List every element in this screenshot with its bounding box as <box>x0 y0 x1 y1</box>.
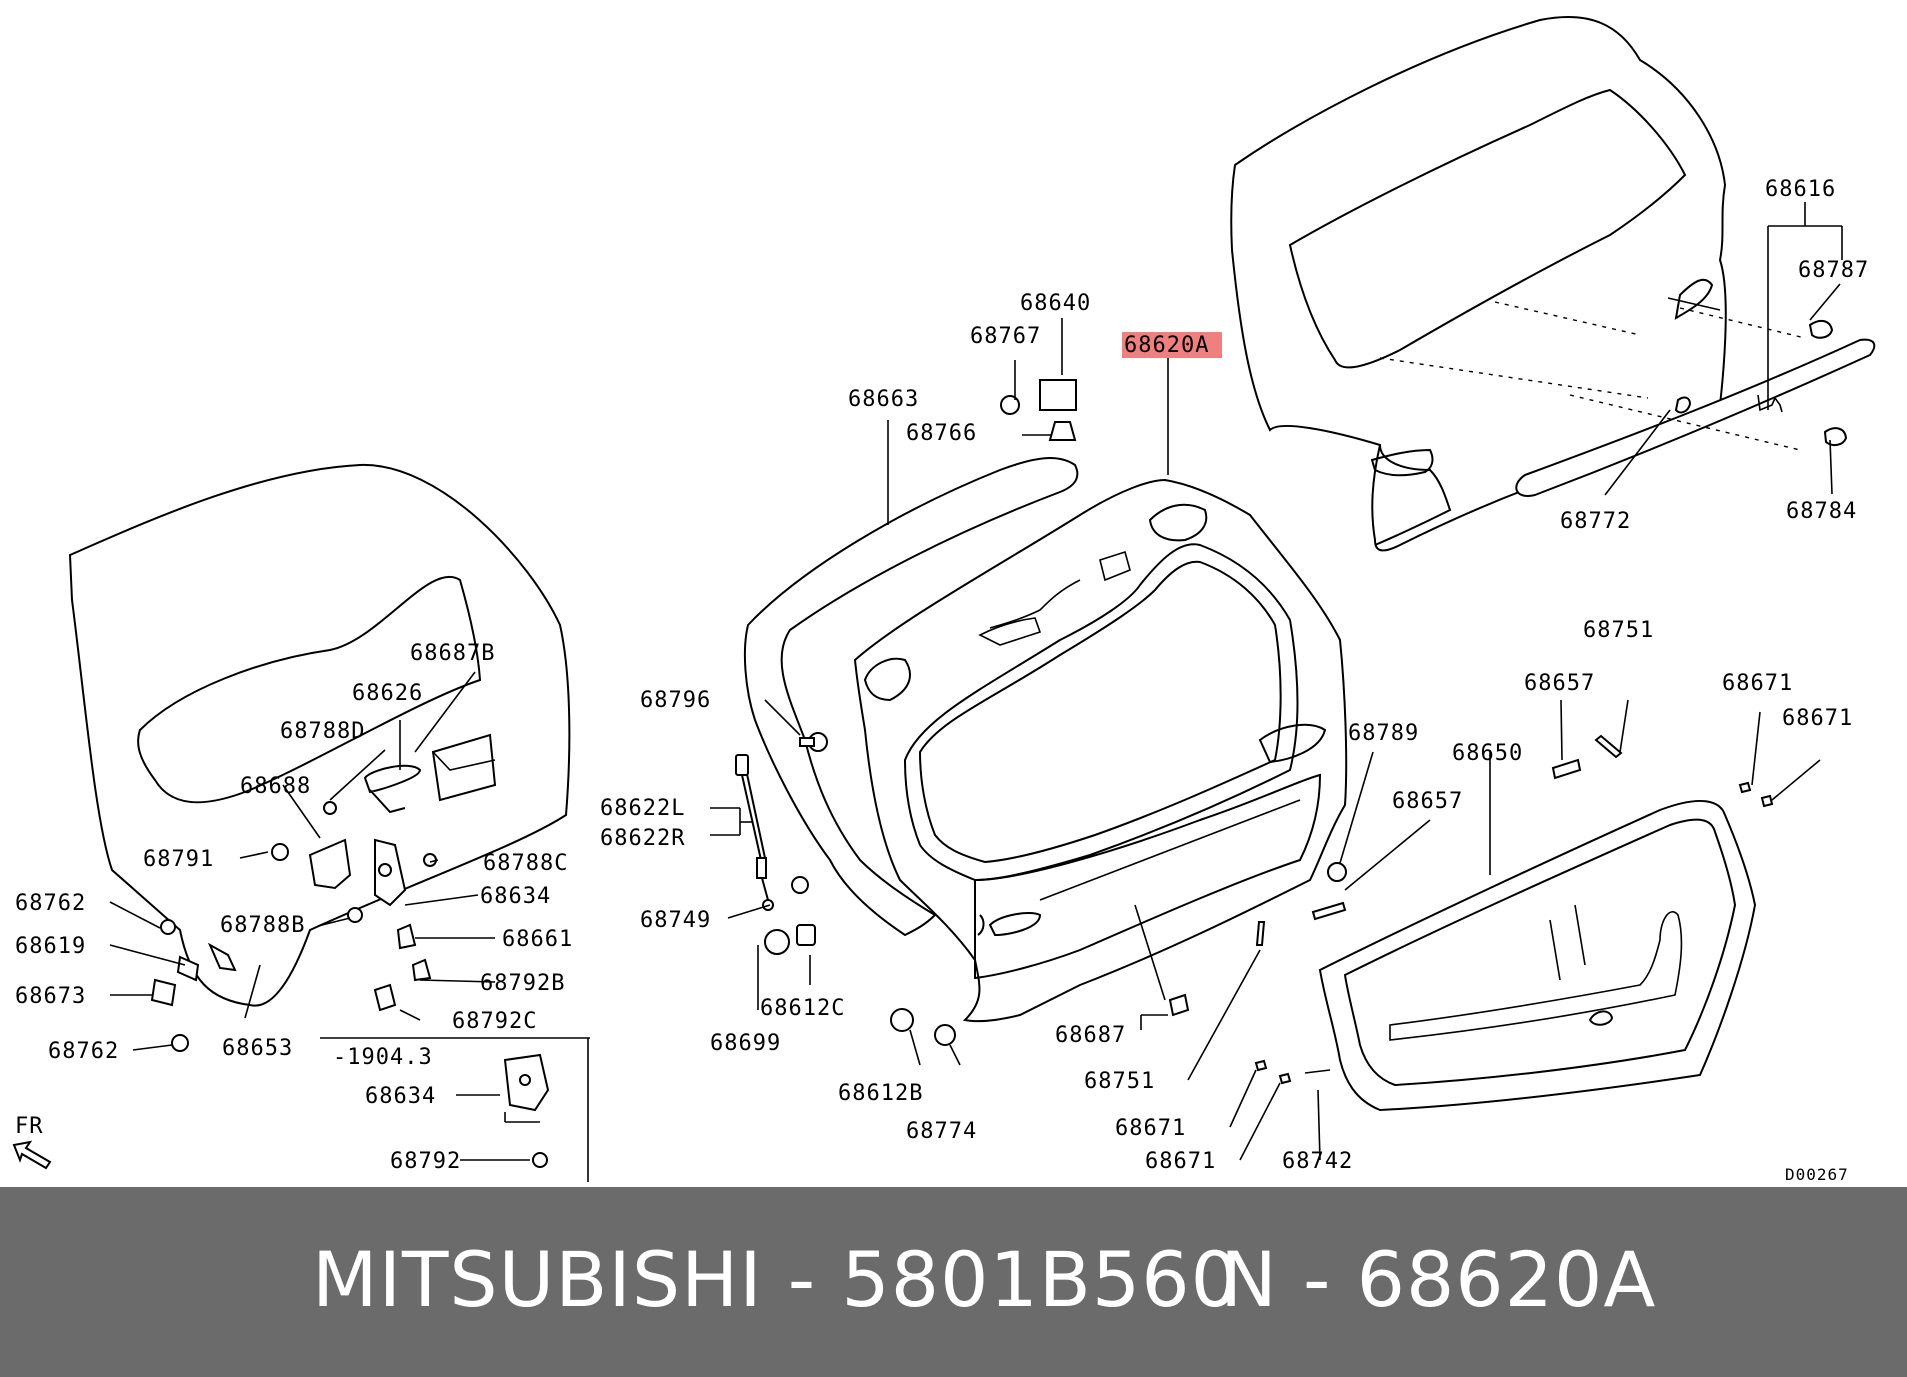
parts-diagram: 68616 68787 68640 68767 68620A 68663 687… <box>12 16 1876 1184</box>
label-68612C: 68612C <box>760 996 845 1021</box>
label-68673: 68673 <box>15 984 86 1009</box>
label-68619: 68619 <box>15 934 86 959</box>
label-68671-b: 68671 <box>1782 706 1853 731</box>
label-68622L: 68622L <box>600 796 685 821</box>
label-68687: 68687 <box>1055 1023 1126 1048</box>
label-68687B: 68687B <box>410 641 495 666</box>
tailgate-outer-view <box>1230 16 1727 552</box>
label-68622R: 68622R <box>600 826 685 851</box>
label-FR: FR <box>15 1114 44 1139</box>
label-range: -1904.3 <box>333 1045 433 1070</box>
label-68787: 68787 <box>1798 258 1869 283</box>
label-68789: 68789 <box>1348 721 1419 746</box>
reference-number: N - 68620A <box>1220 1235 1657 1324</box>
label-68661: 68661 <box>502 927 573 952</box>
label-68751-bottom: 68751 <box>1084 1069 1155 1094</box>
label-68671-c: 68671 <box>1115 1116 1186 1141</box>
label-68620A: 68620A <box>1124 333 1209 358</box>
garnish-strip <box>1515 307 1876 497</box>
leader-lines <box>109 202 1843 1182</box>
left-parts <box>150 733 550 1168</box>
label-68640: 68640 <box>1020 291 1091 316</box>
rear-glass <box>1318 799 1757 1112</box>
label-68762-bottom: 68762 <box>48 1039 119 1064</box>
label-68616: 68616 <box>1765 177 1836 202</box>
label-68792B: 68792B <box>480 971 565 996</box>
label-68788B: 68788B <box>220 913 305 938</box>
label-68791: 68791 <box>143 847 214 872</box>
label-68653: 68653 <box>222 1036 293 1061</box>
label-68663: 68663 <box>848 387 919 412</box>
label-68749: 68749 <box>640 908 711 933</box>
label-68784: 68784 <box>1786 499 1857 524</box>
label-68796: 68796 <box>640 688 711 713</box>
callout-labels: 68616 68787 68640 68767 68620A 68663 687… <box>15 177 1869 1184</box>
label-diagram-code: D00267 <box>1785 1165 1849 1184</box>
label-68671-a: 68671 <box>1722 671 1793 696</box>
label-68788C: 68788C <box>483 851 568 876</box>
fasteners <box>764 319 1848 1085</box>
tailgate-inner-panel <box>68 463 571 1007</box>
brand-part-number: MITSUBISHI - 5801B560 <box>312 1235 1240 1324</box>
label-68766: 68766 <box>906 421 977 446</box>
tailgate-main <box>853 478 1348 1023</box>
label-68650: 68650 <box>1452 741 1523 766</box>
label-68634-top: 68634 <box>480 884 551 909</box>
label-68792: 68792 <box>390 1149 461 1174</box>
gas-strut <box>735 754 774 911</box>
label-68688: 68688 <box>240 774 311 799</box>
label-68657-mid: 68657 <box>1392 789 1463 814</box>
highlight-68620A <box>1122 332 1222 358</box>
label-68657-top: 68657 <box>1524 671 1595 696</box>
label-68612B: 68612B <box>838 1081 923 1106</box>
label-68772: 68772 <box>1560 509 1631 534</box>
label-68774: 68774 <box>906 1119 977 1144</box>
label-68742: 68742 <box>1282 1149 1353 1174</box>
label-68634-bottom: 68634 <box>365 1084 436 1109</box>
part-number-banner: MITSUBISHI - 5801B560 N - 68620A <box>0 1187 1907 1377</box>
label-68626: 68626 <box>352 681 423 706</box>
label-68699: 68699 <box>710 1031 781 1056</box>
label-68762-top: 68762 <box>15 891 86 916</box>
label-68751-top: 68751 <box>1583 618 1654 643</box>
front-arrow-icon <box>12 1140 52 1170</box>
label-68788D: 68788D <box>280 719 365 744</box>
label-68671-d: 68671 <box>1145 1149 1216 1174</box>
weatherstrip <box>743 457 1079 937</box>
label-68792C: 68792C <box>452 1009 537 1034</box>
label-68767: 68767 <box>970 324 1041 349</box>
